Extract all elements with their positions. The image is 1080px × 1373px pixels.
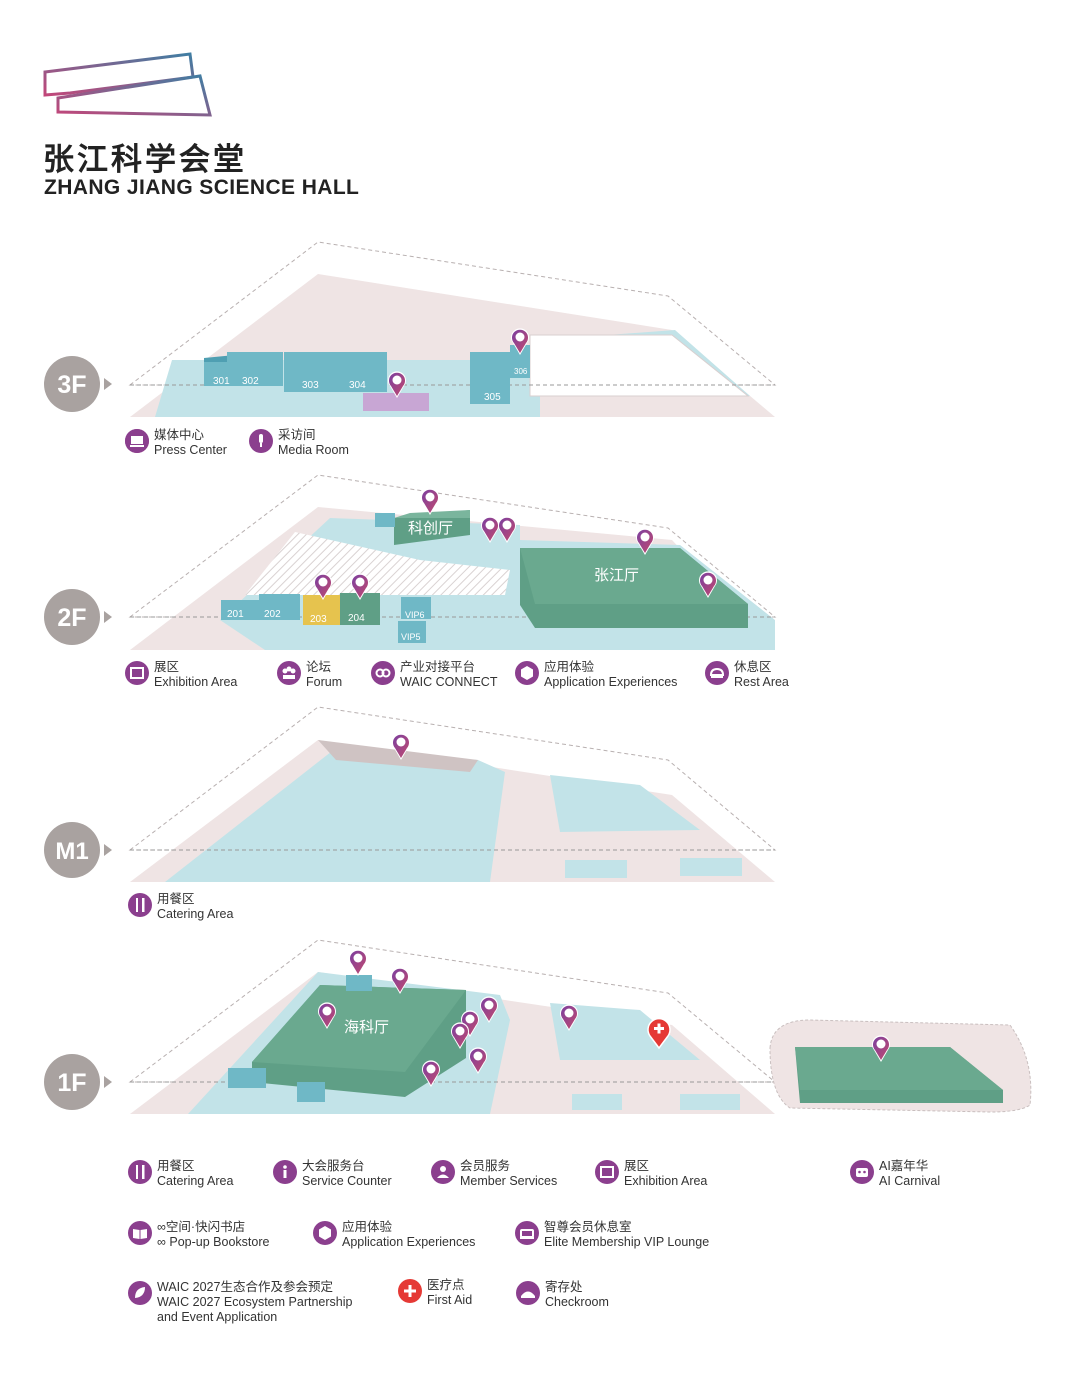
room-label-204: 204 — [348, 613, 365, 624]
room-302[interactable] — [227, 352, 283, 386]
checkroom-icon — [516, 1281, 540, 1305]
room-label-203: 203 — [310, 614, 327, 625]
svg-text:M1: M1 — [55, 838, 88, 865]
press-center-icon — [125, 429, 149, 453]
room-305[interactable] — [470, 352, 510, 404]
small-room-1f-c[interactable] — [297, 1082, 325, 1102]
room-304[interactable] — [336, 352, 387, 392]
room-label-301: 301 — [213, 376, 230, 387]
exhibition-area-icon — [595, 1160, 619, 1184]
page-subtitle: ZHANG JIANG SCIENCE HALL — [44, 176, 360, 199]
waic-connect-icon — [371, 661, 395, 685]
catering-icon — [128, 893, 152, 917]
room-label-303: 303 — [302, 380, 319, 391]
ai-carnival-annex[interactable] — [769, 1019, 1032, 1113]
svg-text:1F: 1F — [57, 1069, 86, 1097]
room-label-306: 306 — [514, 367, 528, 376]
room-label-304: 304 — [349, 380, 366, 391]
small-room-1f-a[interactable] — [346, 975, 372, 991]
forum-icon — [277, 661, 301, 685]
exhibition-area-icon — [125, 661, 149, 685]
book-icon — [128, 1221, 152, 1245]
room-label-vip5: VIP5 — [401, 632, 421, 642]
floor-2f: 科创厅 张江厅 201 202 203 204 VIP6 VIP5 — [44, 474, 777, 650]
svg-text:3F: 3F — [57, 371, 86, 399]
svg-text:科创厅: 科创厅 — [408, 520, 453, 537]
robot-icon — [850, 1160, 874, 1184]
application-experiences-icon — [313, 1221, 337, 1245]
floor-m1: M1 — [44, 706, 777, 882]
floor-badge-3f[interactable]: 3F — [44, 356, 112, 412]
hall-kechuang[interactable]: 科创厅 — [394, 510, 470, 545]
room-306[interactable] — [510, 345, 530, 378]
vip-lounge-icon — [515, 1221, 539, 1245]
page-title: 张江科学会堂 — [43, 142, 247, 178]
hall-zhangjiang[interactable]: 张江厅 — [520, 548, 748, 628]
leaf-icon — [128, 1281, 152, 1305]
application-experiences-icon — [515, 661, 539, 685]
legend-bookstore: ∞空间·快闪书店∞ Pop-up Bookstore — [128, 1220, 269, 1250]
floor-3f: 301 302 303 304 305 306 3F — [44, 241, 777, 417]
first-aid-icon — [398, 1279, 422, 1303]
floor-badge-2f[interactable]: 2F — [44, 589, 112, 645]
svg-text:张江厅: 张江厅 — [594, 567, 639, 584]
room-label-vip6: VIP6 — [405, 610, 425, 620]
press-center-block[interactable] — [363, 393, 429, 411]
room-202[interactable] — [259, 594, 300, 620]
media-room-icon — [249, 429, 273, 453]
room-label-305: 305 — [484, 392, 501, 403]
svg-text:海科厅: 海科厅 — [344, 1019, 389, 1036]
floor-1f: 海科厅 — [44, 939, 1032, 1114]
room-label-201: 201 — [227, 609, 244, 620]
room-vip6[interactable] — [401, 597, 431, 619]
vip-lounge-marker[interactable] — [349, 949, 367, 976]
forum-marker[interactable] — [421, 488, 439, 515]
floor-badge-m1[interactable]: M1 — [44, 822, 112, 878]
first-aid-marker[interactable] — [647, 1017, 671, 1050]
floor-badge-1f[interactable]: 1F — [44, 1054, 112, 1110]
room-label-302: 302 — [242, 376, 259, 387]
room-vip5[interactable] — [398, 621, 426, 643]
member-services-icon — [431, 1160, 455, 1184]
hall-haike[interactable]: 海科厅 — [252, 985, 466, 1097]
small-room-1f-b[interactable] — [228, 1068, 266, 1088]
small-room-2f[interactable] — [375, 513, 395, 527]
logo-icon — [43, 52, 212, 117]
room-303[interactable] — [284, 352, 340, 392]
room-label-202: 202 — [264, 609, 281, 620]
catering-icon — [128, 1160, 152, 1184]
room-201[interactable] — [221, 600, 259, 620]
room-203[interactable] — [303, 595, 341, 625]
info-icon — [273, 1160, 297, 1184]
rest-area-icon — [705, 661, 729, 685]
svg-text:2F: 2F — [57, 604, 86, 632]
